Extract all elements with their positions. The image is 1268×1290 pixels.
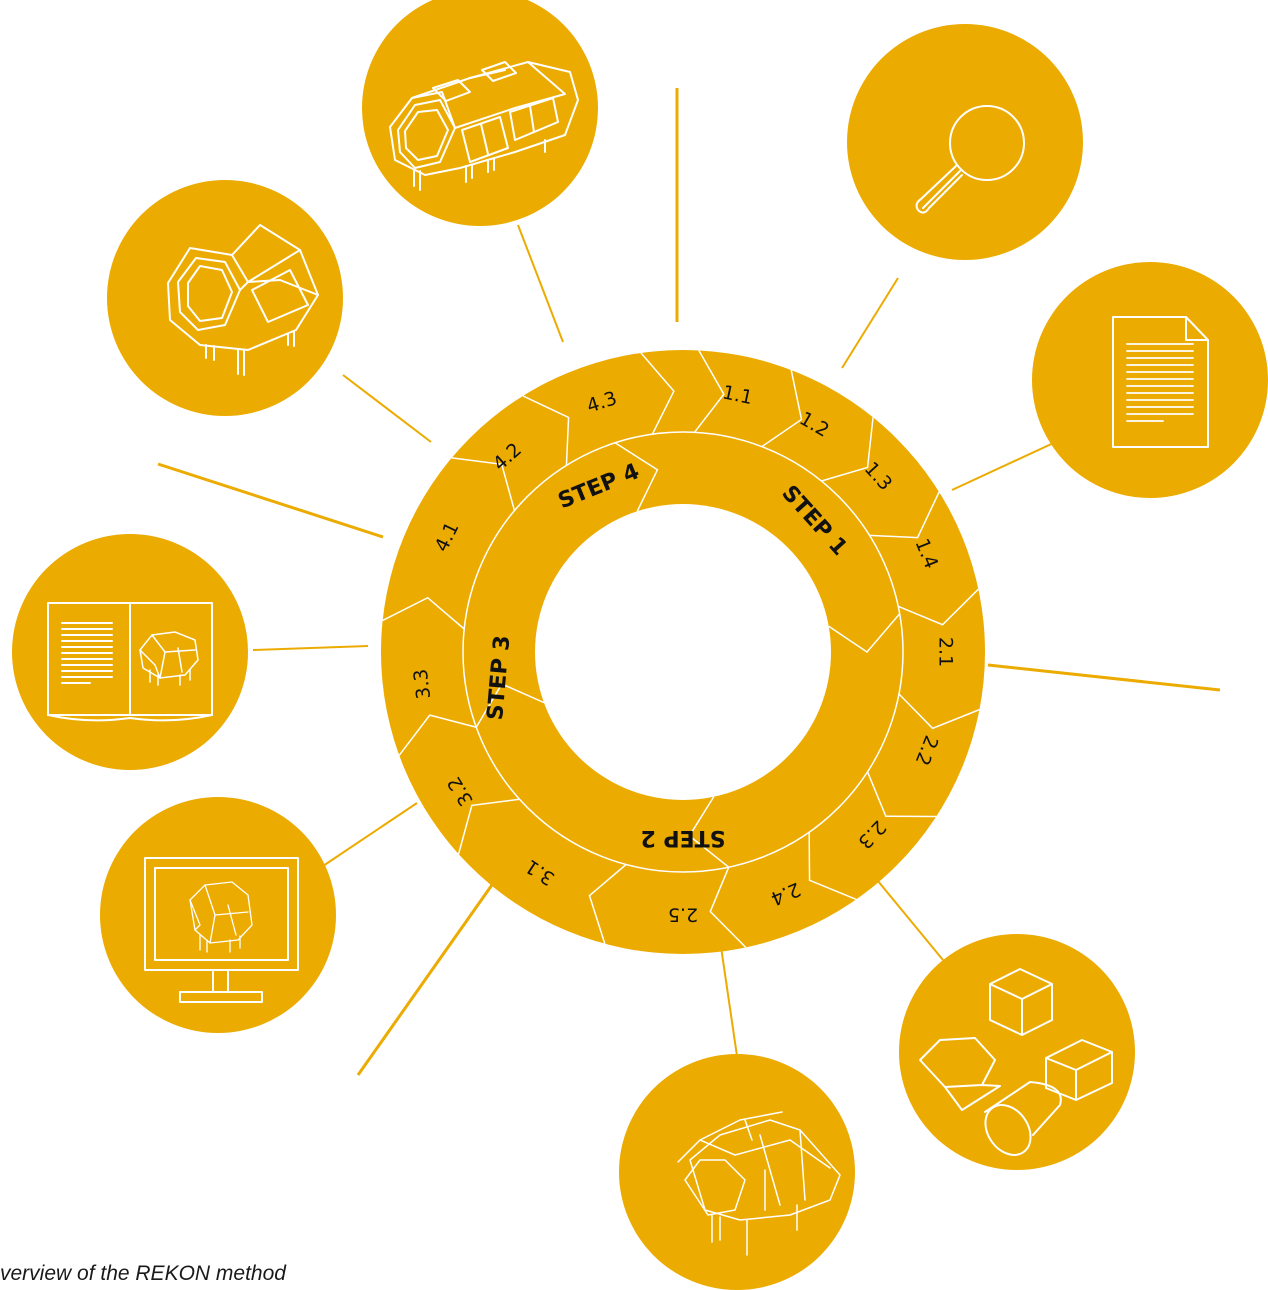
figure-caption: verview of the REKON method	[0, 1262, 286, 1285]
ring-divider	[462, 431, 904, 873]
sketch-model-icon	[619, 1054, 855, 1290]
segment-label-2-1: 2.1	[935, 637, 957, 667]
ring-segment-divider	[821, 417, 874, 482]
connector-line	[157, 462, 384, 539]
connector-line	[356, 881, 496, 1076]
ring-segment-divider	[761, 369, 803, 448]
ring-segment-divider	[898, 693, 980, 730]
double-module-icon	[107, 180, 343, 416]
ring-segment-divider	[897, 588, 979, 626]
connector-line	[252, 645, 369, 651]
ring-segment-divider	[398, 714, 477, 756]
ring-segment-divider	[808, 832, 857, 901]
ring-segment-divider	[709, 866, 747, 948]
step-label-2: STEP 2	[641, 825, 726, 850]
connector-line	[987, 663, 1221, 692]
connector-line	[841, 277, 899, 369]
process-ring: 1.11.21.31.42.12.22.32.42.53.13.23.34.14…	[381, 350, 985, 954]
ring-segment-divider	[522, 395, 570, 466]
connector-line	[719, 939, 738, 1057]
connector-line	[517, 224, 564, 343]
connector-line	[951, 439, 1061, 491]
ring-body	[381, 350, 985, 954]
ring-segment-divider	[588, 863, 627, 944]
document-icon	[1032, 262, 1268, 498]
segment-label-3-3: 3.3	[410, 668, 436, 701]
ring-segment-divider	[457, 798, 520, 855]
ring-segment-divider	[382, 596, 465, 630]
ring-segment-divider	[688, 796, 730, 868]
ring-segment-divider	[869, 491, 940, 539]
ring-segment-divider	[475, 682, 545, 728]
manual-book-icon	[12, 534, 248, 770]
ring-segment-divider	[614, 442, 659, 512]
connector-line	[342, 374, 432, 443]
segment-label-2-5: 2.5	[668, 904, 698, 926]
connector-line	[322, 802, 418, 867]
primitive-shapes-icon	[899, 934, 1135, 1170]
ring-segment-divider	[451, 457, 516, 511]
connector-lines	[157, 88, 1221, 1076]
ring-segment-divider	[866, 771, 937, 818]
hexagon-module-icon	[362, 0, 598, 226]
monitor-model-icon	[100, 797, 336, 1033]
magnifier-icon	[847, 24, 1083, 260]
ring-segment-divider	[828, 613, 901, 653]
connector-line	[872, 874, 944, 961]
ring-segment-divider	[640, 352, 675, 435]
ring-segment-divider	[693, 350, 725, 433]
